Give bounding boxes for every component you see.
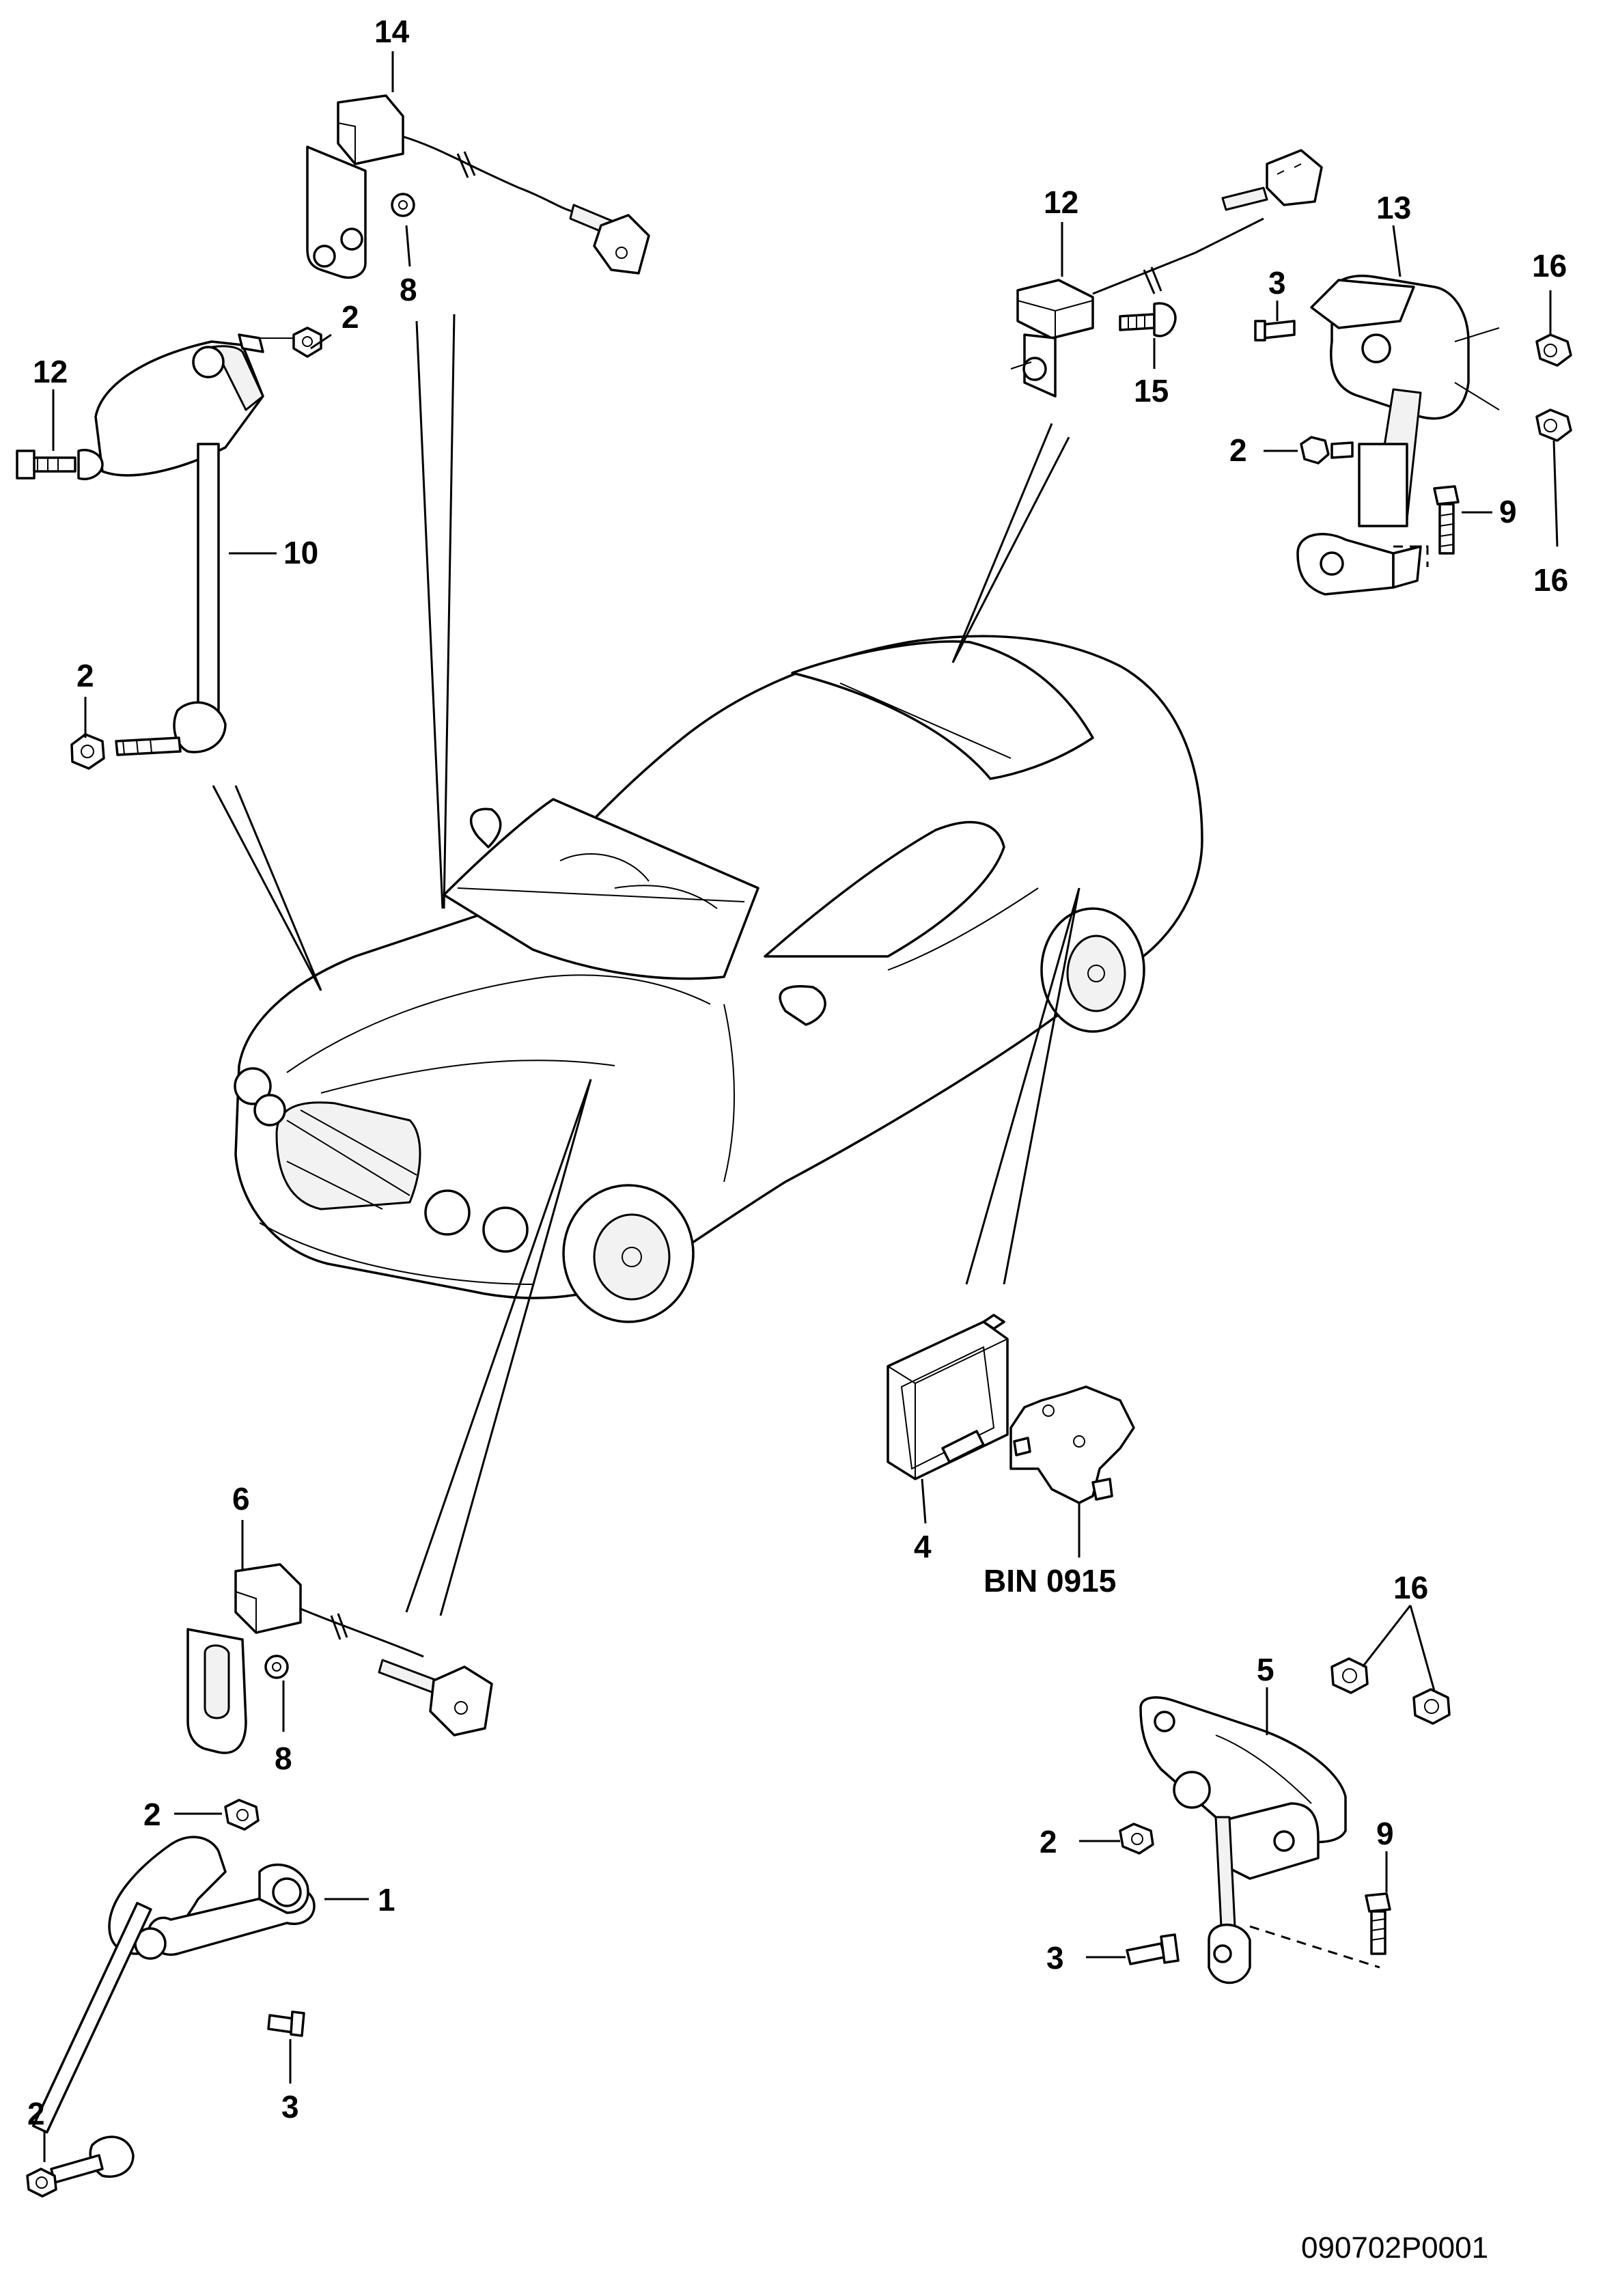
callout-1: 1 [378,1882,395,1918]
callout-2: 2 [1229,432,1247,468]
callout-3: 3 [1268,265,1286,301]
part-13-sensor-bracket [1254,275,1572,596]
callout-10: 10 [283,535,318,570]
callout-leaders [43,51,1559,2162]
callout-12: 12 [1044,184,1078,220]
callout-9: 9 [1376,1816,1394,1851]
callout-15: 15 [1134,373,1169,409]
part-6-ride-height-sensor [186,1563,493,1754]
callout-16: 16 [1532,248,1567,283]
callout-14: 14 [374,14,410,49]
callout-2: 2 [1040,1824,1057,1859]
part-4-control-unit [887,1314,1135,1504]
part-12-10-sensor-link [16,327,322,770]
callout-9: 9 [1499,494,1517,529]
car-illustration [234,635,1203,1323]
part-1-sensor-link [26,1799,316,2198]
callout-labels: 14 8 12 2 10 2 12 15 13 3 16 2 9 16 4 BI… [27,14,1568,2131]
callout-4: 4 [914,1529,932,1564]
callout-12: 12 [33,354,68,389]
callout-16: 16 [1393,1570,1428,1605]
callout-8: 8 [400,272,417,307]
callout-2: 2 [76,658,94,693]
callout-8: 8 [275,1741,292,1776]
part-12-sensor-right [1010,149,1323,398]
callout-2: 2 [341,299,359,335]
callout-5: 5 [1257,1652,1274,1687]
callout-2: 2 [27,2096,45,2131]
callout-6: 6 [232,1481,250,1517]
callout-2: 2 [143,1797,161,1832]
callout-13: 13 [1376,190,1411,225]
callout-3: 3 [281,2089,299,2125]
leader-lines [212,314,1081,1616]
part-14-ride-height-sensor [306,94,650,279]
part-5-sensor-bracket [1119,1657,1451,1984]
callout-16: 16 [1533,562,1568,598]
bin-label: BIN 0915 [984,1563,1116,1599]
callout-3: 3 [1046,1940,1064,1976]
diagram-reference-code: 090702P0001 [1301,2231,1488,2265]
